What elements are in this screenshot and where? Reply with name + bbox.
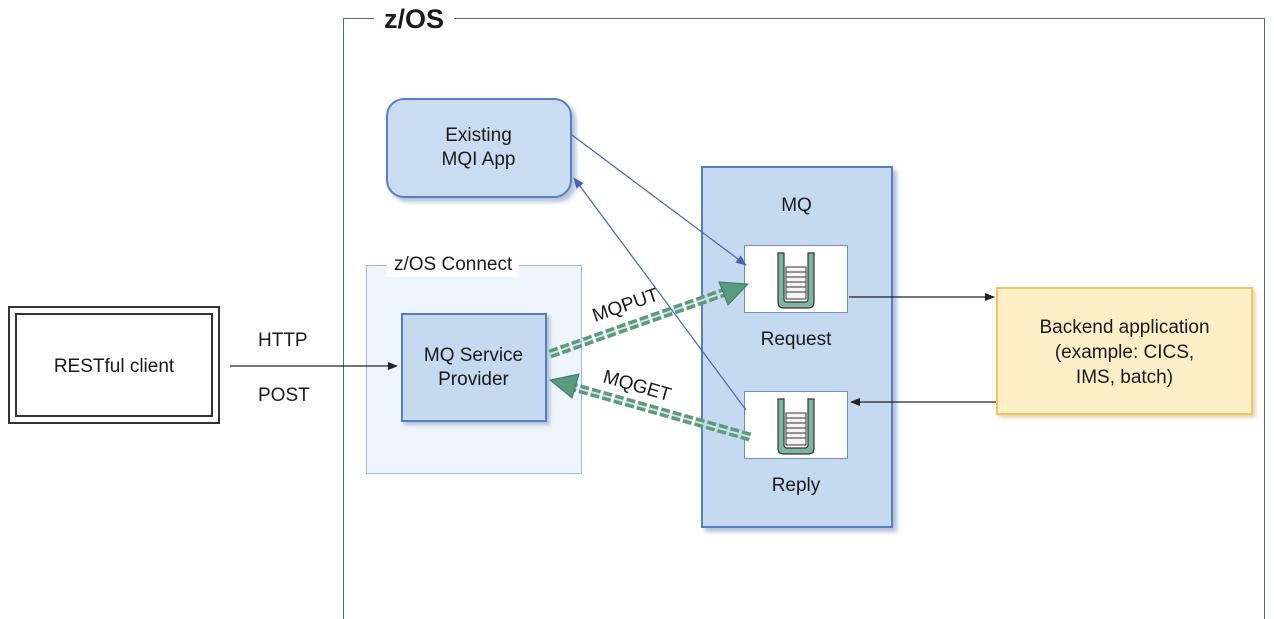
mqput-arrow <box>548 281 750 359</box>
restful-client-box: RESTful client <box>8 306 220 424</box>
mqi-app-line2: MQI App <box>441 149 516 170</box>
flow-arrows: MQPUT MQGET <box>230 134 996 442</box>
mqput-label: MQPUT <box>590 284 662 326</box>
mqi-put-arrow <box>571 134 747 266</box>
architecture-diagram: z/OS RESTful client HTTP POST Existing M… <box>8 4 1265 619</box>
mqget-label: MQGET <box>601 367 674 406</box>
backend-application-box: Backend application (example: CICS, IMS,… <box>996 287 1253 415</box>
reply-queue-box <box>744 391 848 459</box>
request-queue-icon <box>777 252 815 309</box>
http-label: HTTP <box>258 330 308 351</box>
mq-box: MQ <box>701 166 893 528</box>
mq-service-provider-line1: MQ Service <box>423 345 524 366</box>
backend-line3: IMS, batch) <box>1075 367 1174 388</box>
mqi-app-line1: Existing <box>445 125 512 146</box>
mq-service-provider-label: MQ Service Provider <box>403 344 544 392</box>
mqi-get-arrow <box>573 177 747 411</box>
backend-line2: (example: CICS, <box>1054 342 1195 363</box>
mq-service-provider-box: MQ Service Provider <box>401 313 547 422</box>
mqi-app-box: Existing MQI App <box>386 98 572 198</box>
reply-queue-icon <box>777 398 815 455</box>
reply-queue-label: Reply <box>771 475 821 496</box>
request-queue-label: Request <box>760 329 832 350</box>
zos-boundary <box>343 18 1265 619</box>
zos-connect-title: z/OS Connect <box>387 253 520 277</box>
backend-line1: Backend application <box>1039 317 1210 338</box>
mqi-app-label: Existing MQI App <box>388 124 569 172</box>
mq-service-provider-line2: Provider <box>438 369 509 390</box>
mqget-arrow <box>548 373 752 442</box>
backend-application-label: Backend application (example: CICS, IMS,… <box>998 315 1251 390</box>
request-queue-box <box>744 245 848 313</box>
post-label: POST <box>258 385 310 406</box>
mq-title: MQ <box>781 195 812 216</box>
zos-title: z/OS <box>374 4 455 34</box>
